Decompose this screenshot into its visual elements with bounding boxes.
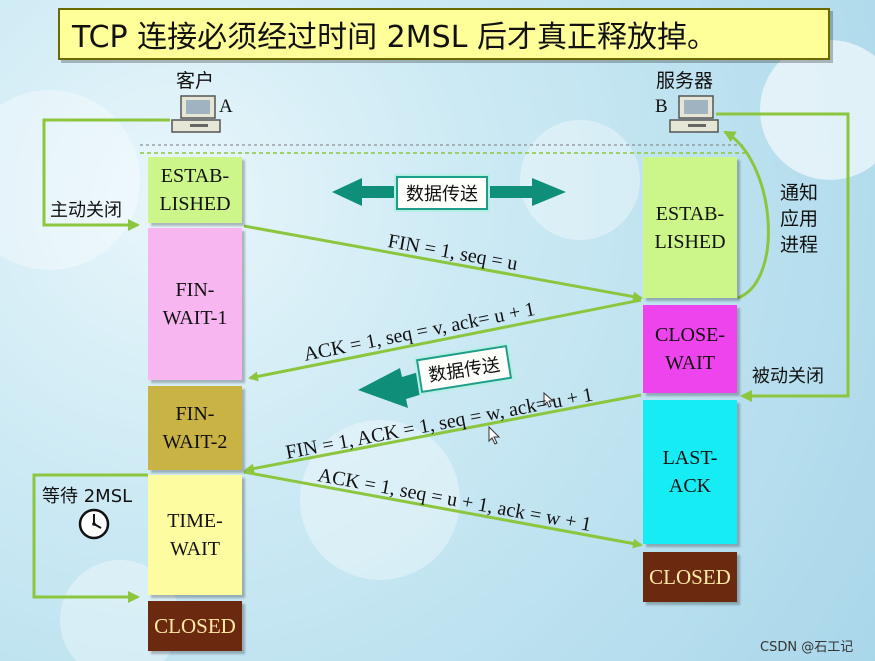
client-state-established: ESTAB- LISHED — [148, 157, 242, 223]
notify-app-arrow — [723, 130, 770, 300]
fin1-arrow — [243, 224, 643, 302]
state-text: WAIT-2 — [162, 431, 228, 453]
page-title: TCP 连接必须经过时间 2MSL 后才真正释放掉。 — [72, 20, 717, 55]
client-state-fin-wait-1: FIN- WAIT-1 — [148, 228, 242, 380]
state-text: LAST- — [662, 447, 718, 469]
clock-icon — [78, 508, 110, 540]
state-text: LISHED — [654, 230, 726, 253]
state-text: WAIT — [170, 538, 220, 560]
passive-close-bracket — [716, 112, 850, 402]
notify-label-2: 应用 — [780, 208, 819, 230]
server-computer-icon — [669, 95, 719, 133]
bg-bubble — [520, 120, 640, 240]
bg-flower — [760, 40, 875, 180]
state-text: LISHED — [159, 193, 231, 215]
wait-2msl-label: 等待 2MSL — [42, 486, 133, 507]
state-text: TIME- — [167, 510, 223, 532]
ack2-arrow — [243, 470, 643, 549]
client-label: 客户 — [176, 70, 215, 92]
wait-2msl-bracket — [32, 473, 148, 603]
client-computer-icon — [171, 95, 221, 133]
cursor-icon — [543, 391, 555, 408]
title-banner: TCP 连接必须经过时间 2MSL 后才真正释放掉。 — [58, 8, 830, 60]
state-text: ESTAB- — [160, 165, 230, 187]
client-letter: A — [219, 96, 233, 117]
server-state-closed: CLOSED — [643, 552, 737, 602]
state-text: ACK — [668, 475, 712, 497]
passive-close-label: 被动关闭 — [752, 366, 824, 387]
watermark: CSDN @石工记 — [760, 640, 854, 655]
state-text: CLOSED — [154, 614, 236, 638]
fin2-arrow — [244, 393, 642, 474]
state-text: FIN- — [175, 279, 215, 301]
state-text: CLOSE- — [655, 324, 725, 346]
active-close-bracket — [42, 118, 170, 231]
server-state-established: ESTAB- LISHED — [643, 157, 737, 298]
client-state-fin-wait-2: FIN- WAIT-2 — [148, 386, 242, 470]
active-close-label: 主动关闭 — [50, 200, 122, 221]
state-text: CLOSED — [649, 565, 731, 589]
client-state-closed: CLOSED — [148, 601, 242, 651]
bg-bubble — [300, 420, 460, 580]
cursor-icon — [488, 425, 501, 445]
ack1-arrow — [248, 298, 642, 382]
notify-label-3: 进程 — [780, 234, 819, 256]
server-state-last-ack: LAST- ACK — [643, 400, 737, 544]
server-label: 服务器 — [656, 70, 714, 92]
data-transfer-label: 数据传送 — [396, 176, 488, 210]
server-letter: B — [655, 96, 668, 117]
client-state-time-wait: TIME- WAIT — [148, 475, 242, 595]
state-text: WAIT — [665, 352, 715, 374]
state-text: ESTAB- — [655, 202, 725, 225]
state-text: FIN- — [175, 403, 215, 425]
state-text: WAIT-1 — [162, 307, 228, 329]
notify-label-1: 通知 — [780, 182, 819, 204]
server-state-close-wait: CLOSE- WAIT — [643, 305, 737, 393]
